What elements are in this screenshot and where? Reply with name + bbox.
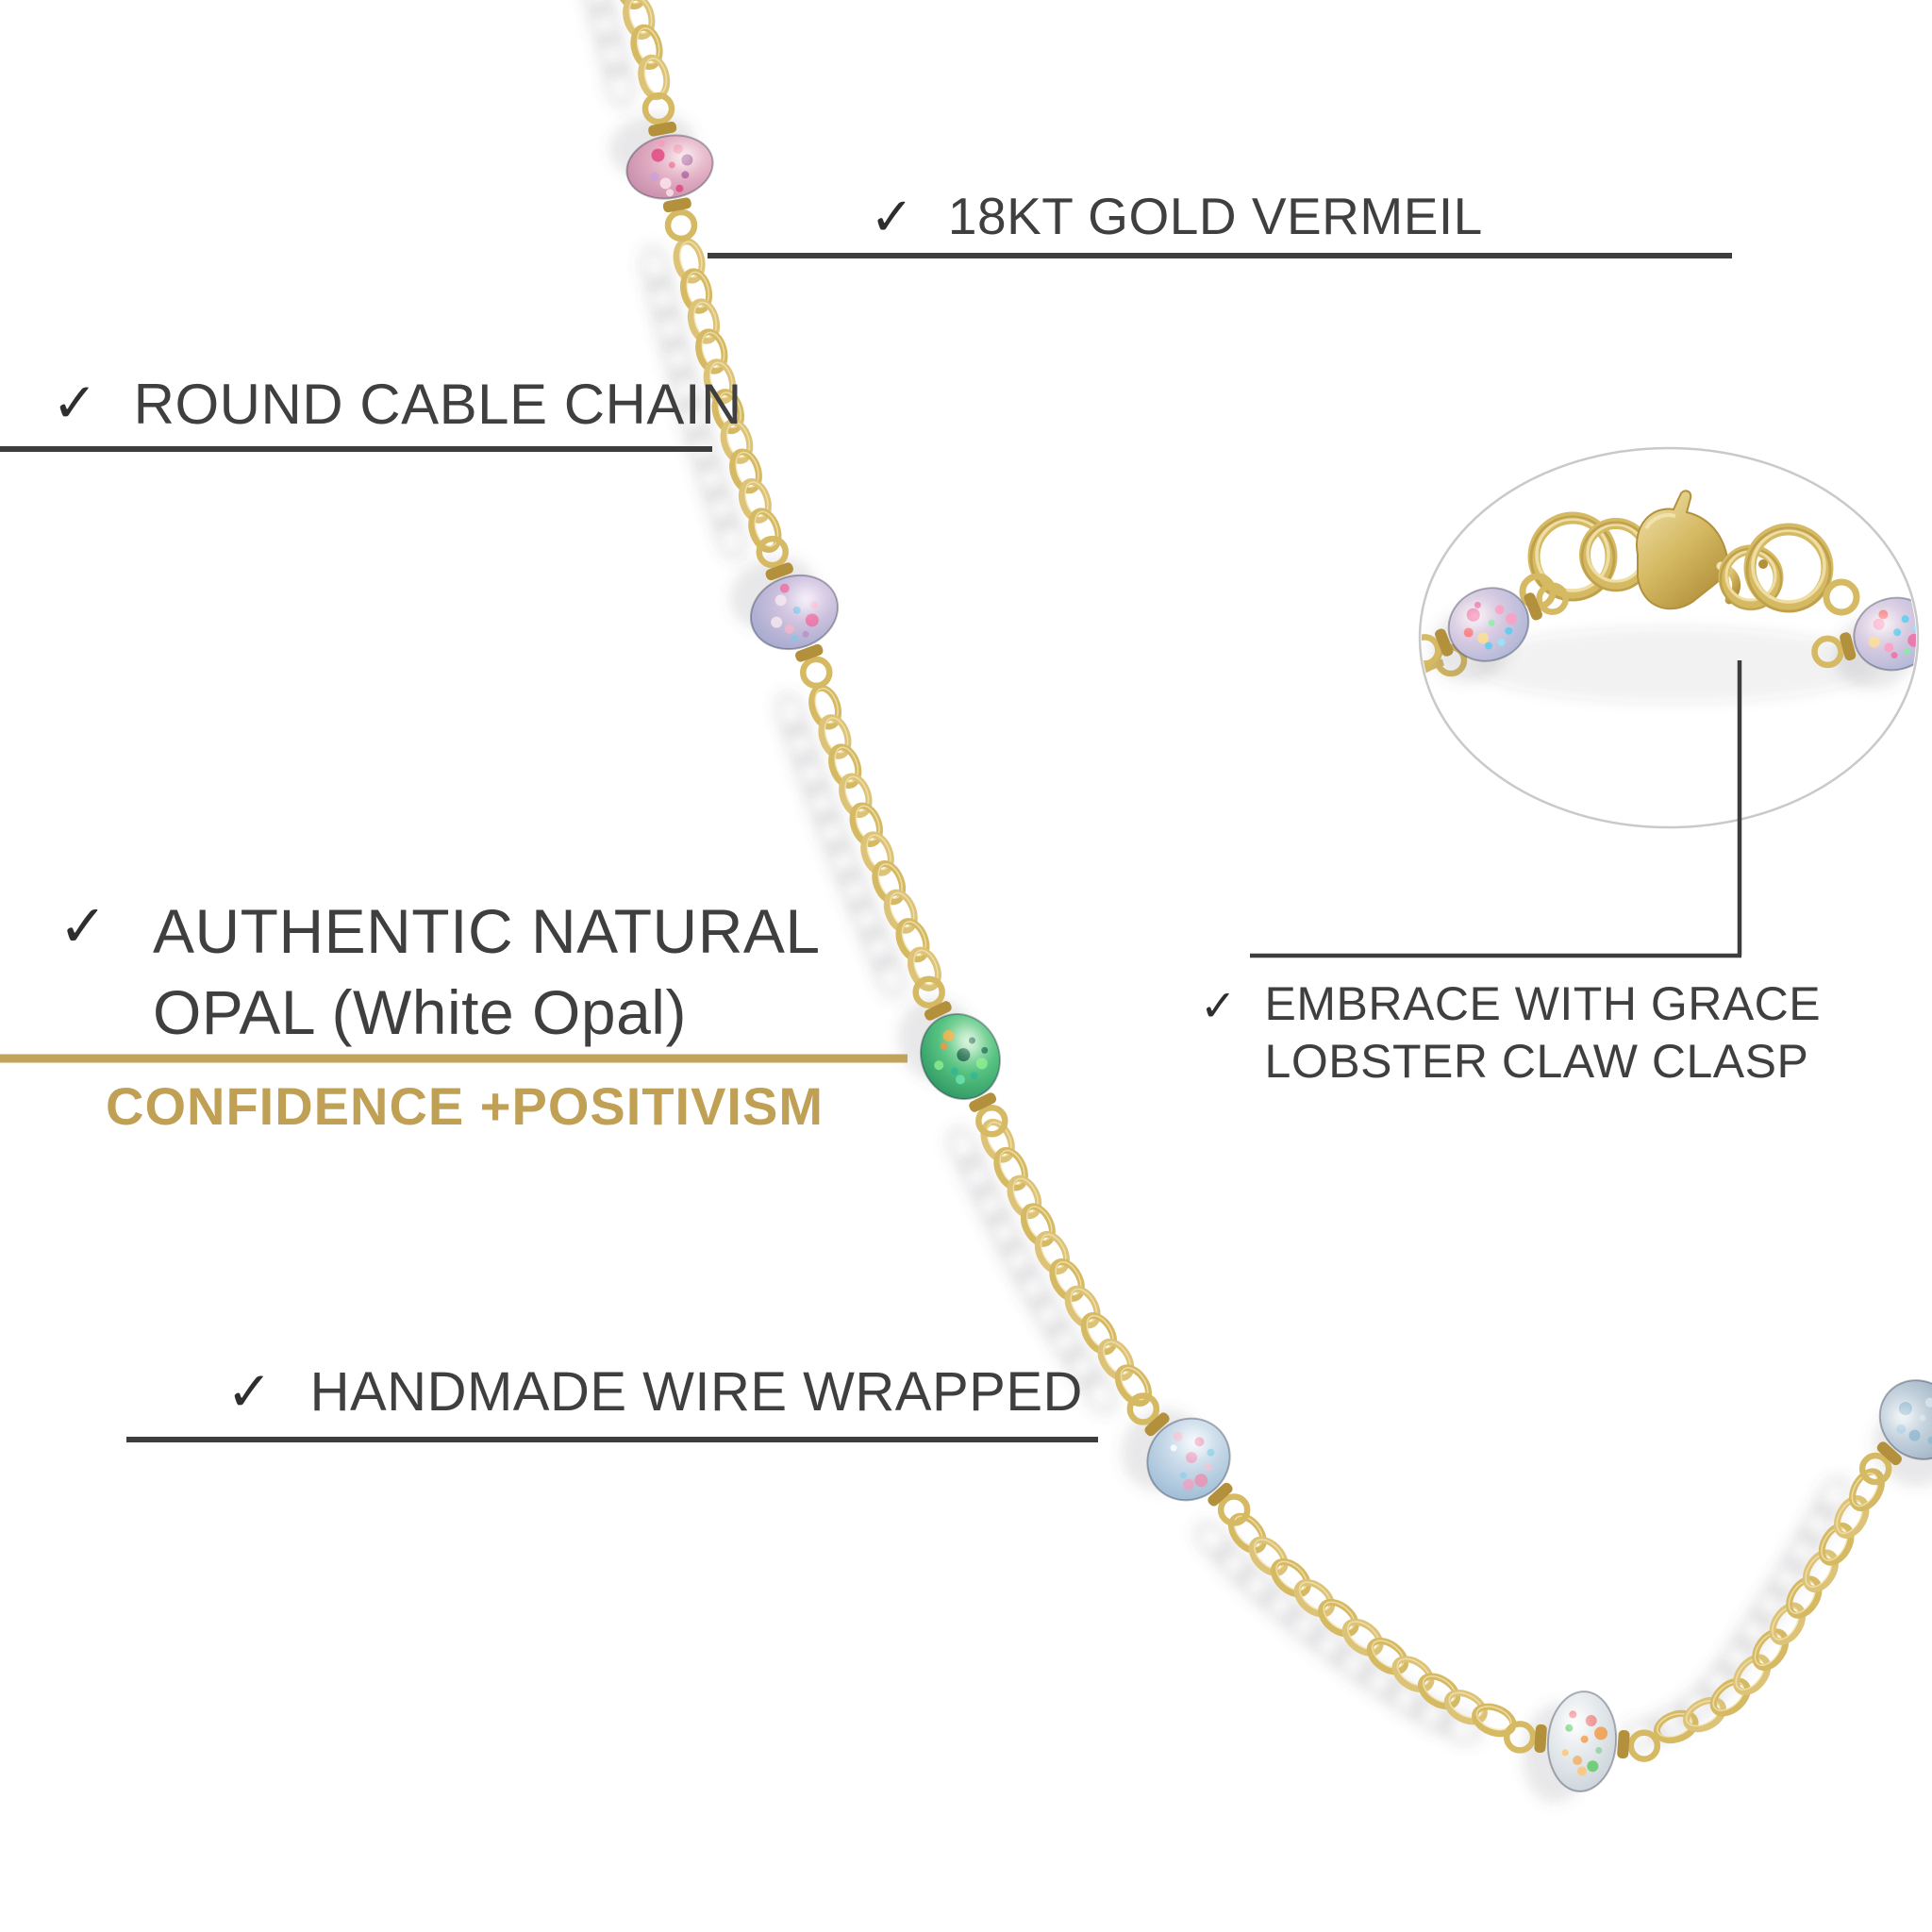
green-boulder-opal-bead	[898, 975, 1008, 1138]
checkmark-icon: ✓	[1200, 981, 1237, 1030]
clasp-label-line2: LOBSTER CLAW CLASP	[1264, 1035, 1809, 1088]
callout-clasp: ✓ EMBRACE WITH GRACE LOBSTER CLAW CLASP	[1200, 975, 1821, 1091]
gold-vermeil-label: 18KT GOLD VERMEIL	[947, 187, 1483, 245]
handmade-label: HANDMADE WIRE WRAPPED	[309, 1361, 1083, 1423]
clasp-detail-inset	[1418, 446, 1920, 829]
blue-opal-bead	[1121, 1392, 1251, 1526]
white-fire-opal-bead	[1503, 1690, 1661, 1804]
callout-cable-chain: ✓ ROUND CABLE CHAIN	[52, 375, 742, 434]
gray-blue-opal-bead	[1858, 1379, 1932, 1487]
checkmark-icon: ✓	[226, 1361, 273, 1423]
clasp-label-line1: EMBRACE WITH GRACE	[1264, 977, 1822, 1030]
checkmark-icon: ✓	[870, 187, 914, 246]
callout-gold-vermeil: ✓ 18KT GOLD VERMEIL	[870, 189, 1483, 243]
cable-chain-label: ROUND CABLE CHAIN	[133, 373, 742, 436]
clasp-detail-opal-bead	[1422, 582, 1569, 683]
callout-natural-opal: ✓ AUTHENTIC NATURAL OPAL (White Opal)	[58, 891, 821, 1053]
cable-chain	[614, 0, 1885, 1744]
lavender-opal-bead	[729, 535, 840, 690]
natural-opal-label-line2: OPAL (White Opal)	[152, 977, 687, 1047]
callout-lines	[0, 253, 1742, 1442]
checkmark-icon: ✓	[52, 373, 98, 434]
checkmark-icon: ✓	[58, 894, 108, 959]
natural-opal-label-line1: AUTHENTIC NATURAL	[152, 896, 821, 966]
opal-beads	[608, 92, 1932, 1804]
chain-shadow	[579, 0, 1852, 1753]
brand-tagline: CONFIDENCE +POSITIVISM	[106, 1076, 824, 1136]
pink-opal-bead	[608, 92, 714, 242]
callout-handmade: ✓ HANDMADE WIRE WRAPPED	[226, 1364, 1083, 1421]
